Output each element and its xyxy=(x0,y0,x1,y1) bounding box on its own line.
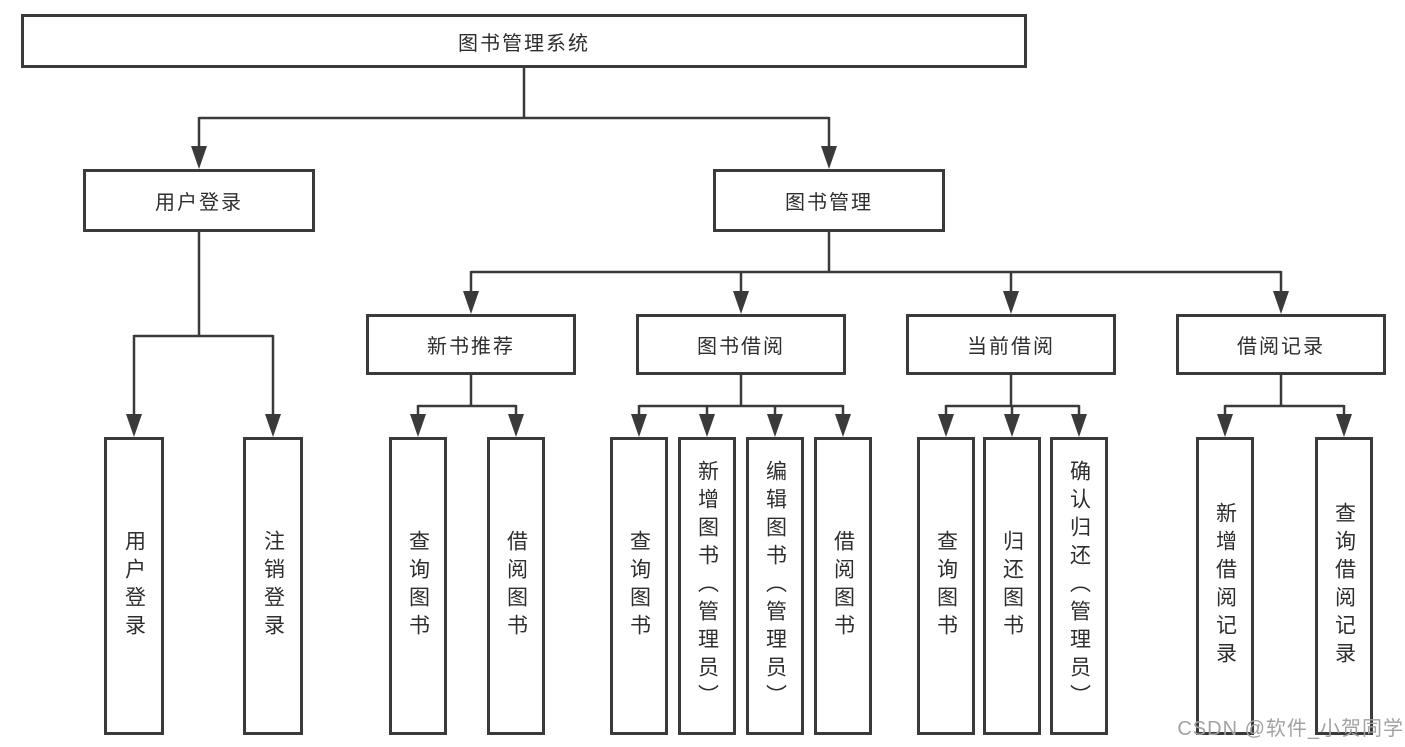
arrowhead xyxy=(1004,414,1020,437)
arrowhead xyxy=(767,414,783,437)
node-label: 查询图书 xyxy=(627,530,651,642)
node-label: 新增图书（管理员） xyxy=(695,460,719,712)
leaf-confirm-return-admin: 确认归还（管理员） xyxy=(1050,437,1108,735)
leaf-query-borrow-record: 查询借阅记录 xyxy=(1315,437,1373,735)
leaf-borrow-book: 借阅图书 xyxy=(814,437,872,735)
node-book-borrow: 图书借阅 xyxy=(636,314,846,375)
leaf-add-borrow-record: 新增借阅记录 xyxy=(1196,437,1254,735)
arrowhead xyxy=(1336,414,1352,437)
node-label: 当前借阅 xyxy=(967,336,1055,358)
node-label: 用户登录 xyxy=(155,192,243,214)
node-borrow-record: 借阅记录 xyxy=(1176,314,1386,375)
node-label: 用户登录 xyxy=(122,530,146,642)
node-label: 查询借阅记录 xyxy=(1332,502,1356,670)
leaf-borrow-book-recommend: 借阅图书 xyxy=(487,437,545,735)
arrowhead xyxy=(835,414,851,437)
arrowhead xyxy=(508,414,524,437)
node-label: 查询图书 xyxy=(934,530,958,642)
node-root-library-system: 图书管理系统 xyxy=(21,14,1027,68)
node-label: 图书借阅 xyxy=(697,336,785,358)
arrowhead xyxy=(1273,291,1289,314)
node-label: 新增借阅记录 xyxy=(1213,502,1237,670)
leaf-query-book-current: 查询图书 xyxy=(917,437,975,735)
node-label: 图书管理 xyxy=(785,192,873,214)
arrowhead xyxy=(463,291,479,314)
leaf-return-book: 归还图书 xyxy=(983,437,1041,735)
node-book-management-module: 图书管理 xyxy=(713,169,945,232)
arrowhead xyxy=(1217,414,1233,437)
arrowhead xyxy=(938,414,954,437)
node-label: 归还图书 xyxy=(1000,530,1024,642)
arrowhead xyxy=(699,414,715,437)
leaf-user-login: 用户登录 xyxy=(104,437,164,735)
node-label: 编辑图书（管理员） xyxy=(763,460,787,712)
node-label: 注销登录 xyxy=(261,530,285,642)
arrowhead xyxy=(821,146,837,169)
node-label: 新书推荐 xyxy=(427,336,515,358)
arrowhead xyxy=(631,414,647,437)
node-new-book-recommend: 新书推荐 xyxy=(366,314,576,375)
node-label: 图书管理系统 xyxy=(458,32,590,55)
node-label: 查询图书 xyxy=(406,530,430,642)
arrowhead xyxy=(191,146,207,169)
node-current-borrow: 当前借阅 xyxy=(906,314,1116,375)
node-label: 借阅记录 xyxy=(1237,336,1325,358)
arrowhead xyxy=(733,291,749,314)
node-label: 借阅图书 xyxy=(831,530,855,642)
leaf-query-book-recommend: 查询图书 xyxy=(389,437,447,735)
leaf-logout: 注销登录 xyxy=(243,437,303,735)
node-label: 确认归还（管理员） xyxy=(1067,460,1091,712)
arrowhead xyxy=(1071,414,1087,437)
leaf-query-book-borrow: 查询图书 xyxy=(610,437,668,735)
leaf-add-book-admin: 新增图书（管理员） xyxy=(678,437,736,735)
leaf-edit-book-admin: 编辑图书（管理员） xyxy=(746,437,804,735)
node-label: 借阅图书 xyxy=(504,530,528,642)
arrowhead xyxy=(1003,291,1019,314)
csdn-watermark: CSDN @软件_小贺同学 xyxy=(1177,718,1404,740)
arrowhead xyxy=(126,414,142,437)
arrowhead xyxy=(410,414,426,437)
node-user-login-module: 用户登录 xyxy=(83,169,315,232)
arrowhead xyxy=(265,414,281,437)
